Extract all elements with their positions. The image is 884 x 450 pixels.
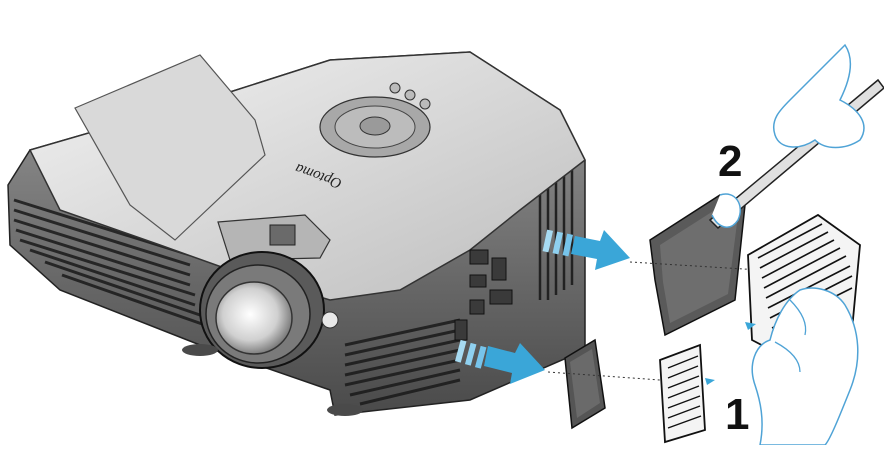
insert-arrow-icon (705, 378, 715, 385)
arrow-step-1 (454, 339, 545, 384)
hand-with-brush-icon (708, 43, 884, 230)
guide-line (547, 371, 661, 381)
guide-line (629, 261, 761, 271)
ir-sensor (321, 311, 339, 329)
control-keypad (319, 82, 431, 158)
lamp-cover (74, 54, 266, 241)
step-number-2: 2 (718, 137, 743, 186)
step-number-1: 1 (725, 390, 750, 439)
adjust-foot (327, 404, 363, 416)
insert-arrow-icon (745, 322, 756, 330)
front-vent-grille (13, 198, 461, 406)
adjust-foot (182, 344, 218, 356)
arrow-step-2 (542, 229, 630, 270)
small-filter-cover (564, 338, 606, 430)
projector: Optoma (7, 51, 586, 416)
focus-wheel (269, 224, 296, 246)
large-filter-cover (649, 194, 746, 337)
lens (199, 251, 325, 369)
small-filter (659, 343, 706, 444)
